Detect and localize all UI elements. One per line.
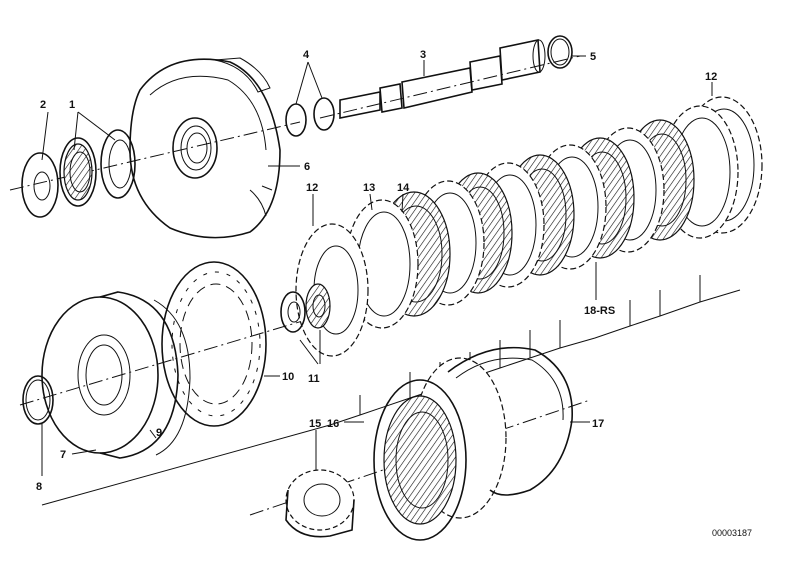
part-10-return-spring: [161, 261, 267, 427]
part-18-rs-clutch-disc-pack: [411, 119, 695, 306]
callout-11: 11: [308, 373, 320, 385]
callout-10: 10: [282, 371, 294, 383]
part-6-torque-converter: [129, 57, 281, 239]
part-4-sealing-rings: [285, 97, 335, 137]
reference-number: 00003187: [712, 528, 752, 538]
callout-13: 13: [363, 182, 375, 194]
baseline-leader: [41, 289, 741, 506]
baseline-ticks: [359, 275, 701, 415]
part-1-needle-bearing: [59, 129, 136, 207]
callout-5: 5: [590, 51, 596, 63]
part-17-circlip: [447, 346, 573, 496]
callout-labels: 2 1 4 3 5 6 12 12 13 14 18-RS 11 10 9 7 …: [36, 49, 717, 493]
part-3-input-shaft: [339, 39, 546, 119]
leader-lines: [41, 55, 713, 476]
callout-6: 6: [304, 161, 310, 173]
callout-4: 4: [303, 49, 310, 61]
callout-9: 9: [156, 427, 162, 439]
part-7-piston-housing: [41, 291, 179, 459]
callout-7: 7: [60, 449, 66, 461]
callout-16: 16: [327, 418, 339, 430]
callout-12-upper: 12: [705, 71, 717, 83]
callout-15: 15: [309, 418, 321, 430]
part-15-sun-gear: [285, 469, 355, 538]
part-8-o-ring: [22, 375, 54, 425]
callout-12-lower: 12: [306, 182, 318, 194]
callout-1: 1: [69, 99, 75, 111]
callout-18-rs: 18-RS: [584, 305, 615, 317]
part-16-ring-gear: [373, 357, 507, 541]
part-5-snap-ring: [547, 35, 573, 69]
callout-17: 17: [592, 418, 604, 430]
callout-2: 2: [40, 99, 46, 111]
part-12-pressure-plate: [295, 223, 369, 357]
part-9-piston-seal: [153, 299, 191, 456]
part-2-thrust-washer: [21, 152, 59, 218]
callout-3: 3: [420, 49, 426, 61]
callout-8: 8: [36, 481, 42, 493]
callout-14: 14: [397, 182, 410, 194]
part-11-bearing-assembly: [280, 283, 331, 333]
